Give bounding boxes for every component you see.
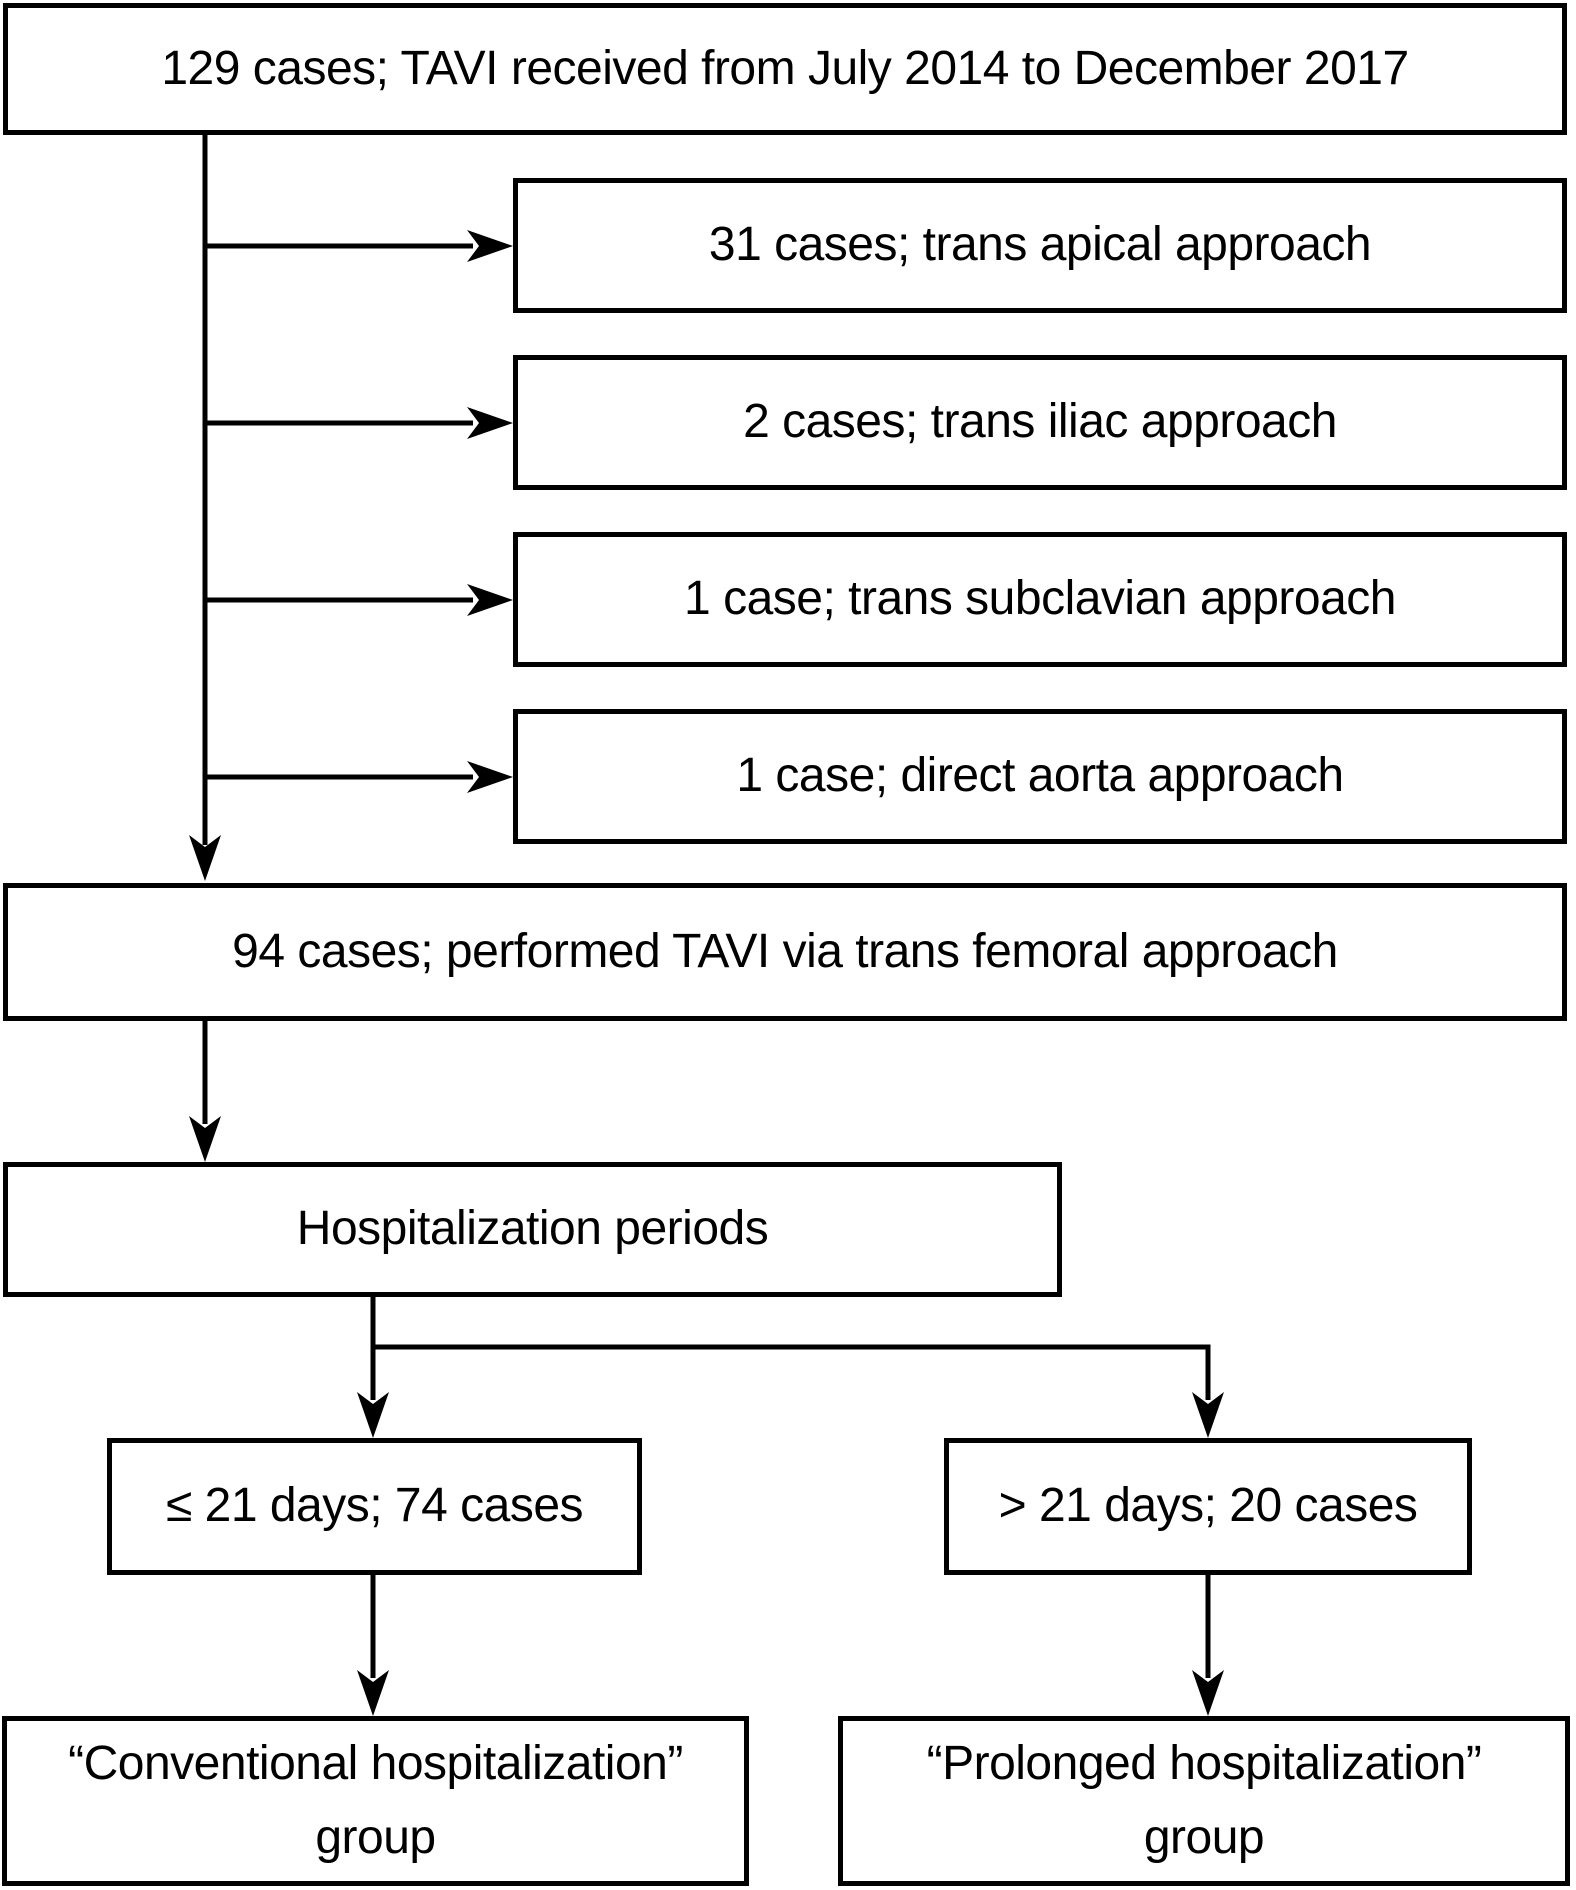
arrowhead-down-group-conventional	[357, 1670, 389, 1716]
box-exclusion-direct-aorta-label: 1 case; direct aorta approach	[736, 749, 1344, 803]
box-exclusion-trans-subclavian: 1 case; trans subclavian approach	[513, 532, 1567, 667]
box-group-prolonged-line1: “Prolonged hospitalization”	[926, 1736, 1482, 1790]
box-initial-cases: 129 cases; TAVI received from July 2014 …	[3, 3, 1567, 135]
arrowhead-down-group-prolonged	[1192, 1670, 1224, 1716]
arrowhead-right-exclusion-1	[467, 230, 513, 262]
box-group-conventional: “Conventional hospitalization” group	[2, 1716, 749, 1886]
arrowhead-down-branch-long	[1192, 1392, 1224, 1438]
box-hospitalization-periods-label: Hospitalization periods	[296, 1202, 769, 1256]
box-transfemoral-label: 94 cases; performed TAVI via trans femor…	[232, 924, 1338, 978]
box-exclusion-trans-apical: 31 cases; trans apical approach	[513, 178, 1567, 313]
box-exclusion-trans-iliac-label: 2 cases; trans iliac approach	[743, 395, 1337, 449]
box-branch-short-stay-label: ≤ 21 days; 74 cases	[165, 1479, 584, 1533]
arrowhead-right-exclusion-2	[467, 407, 513, 439]
box-branch-long-stay-label: > 21 days; 20 cases	[998, 1479, 1418, 1533]
box-exclusion-trans-iliac: 2 cases; trans iliac approach	[513, 355, 1567, 490]
box-exclusion-direct-aorta: 1 case; direct aorta approach	[513, 709, 1567, 844]
box-exclusion-trans-apical-label: 31 cases; trans apical approach	[708, 218, 1372, 272]
box-initial-cases-label: 129 cases; TAVI received from July 2014 …	[161, 41, 1409, 95]
box-hospitalization-periods: Hospitalization periods	[3, 1162, 1062, 1297]
arrowhead-right-exclusion-3	[467, 584, 513, 616]
box-group-prolonged: “Prolonged hospitalization” group	[838, 1716, 1570, 1886]
box-branch-short-stay: ≤ 21 days; 74 cases	[107, 1438, 642, 1575]
arrowhead-down-branch-short	[357, 1392, 389, 1438]
box-group-conventional-line1: “Conventional hospitalization”	[68, 1736, 683, 1790]
box-transfemoral: 94 cases; performed TAVI via trans femor…	[3, 883, 1567, 1021]
arrowhead-down-periods	[189, 1116, 221, 1162]
box-group-conventional-line2: group	[315, 1811, 436, 1864]
arrowhead-right-exclusion-4	[467, 761, 513, 793]
box-branch-long-stay: > 21 days; 20 cases	[944, 1438, 1472, 1575]
arrowhead-down-transfemoral	[189, 835, 221, 881]
box-exclusion-trans-subclavian-label: 1 case; trans subclavian approach	[684, 572, 1396, 626]
box-group-prolonged-line2: group	[1143, 1811, 1265, 1864]
